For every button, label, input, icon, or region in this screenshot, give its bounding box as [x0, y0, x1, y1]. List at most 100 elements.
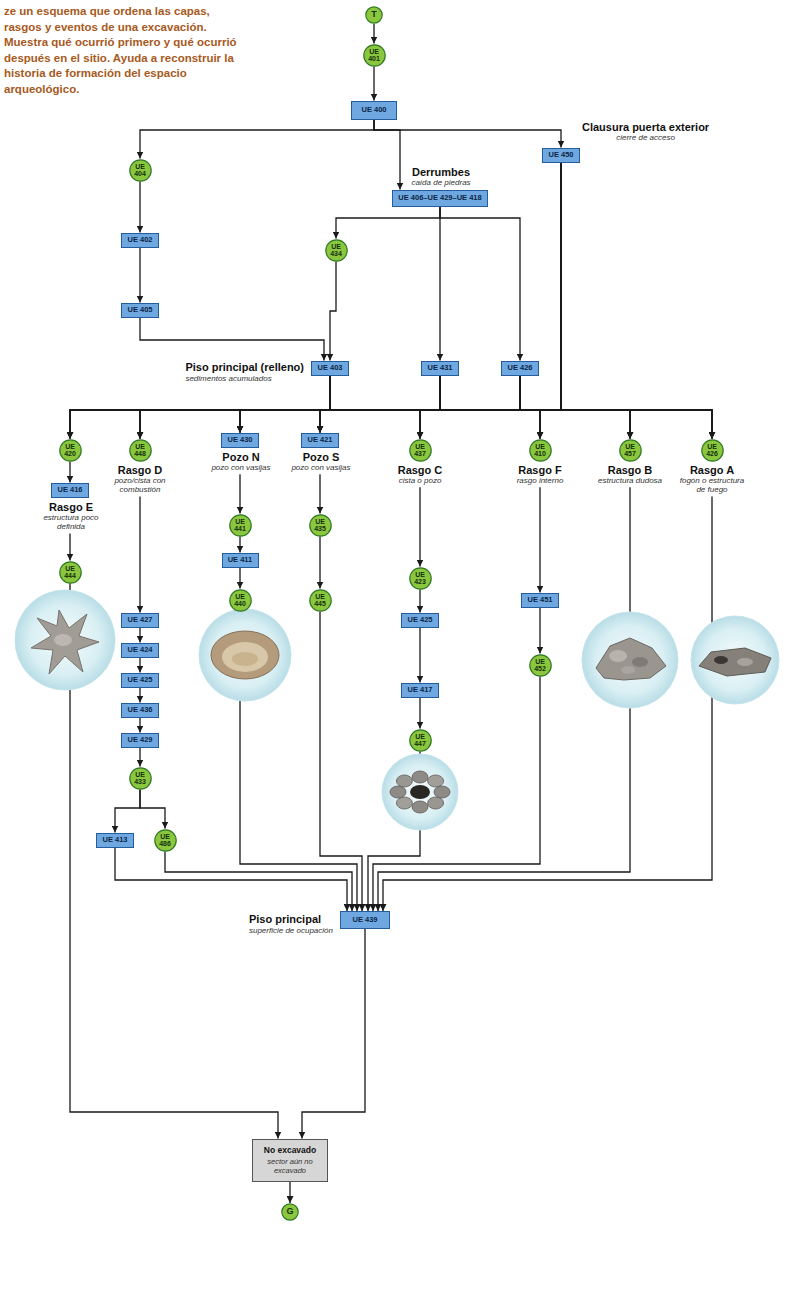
circle-shape	[309, 514, 330, 535]
connector	[239, 537, 240, 553]
unit-label: UE 413	[102, 836, 127, 845]
node-text-group: UE 402	[127, 236, 152, 245]
feature-photo	[199, 609, 291, 701]
unit-label: UE 410	[534, 443, 546, 458]
circle-shape	[363, 44, 384, 65]
feature-note: fogón o estructura de fuego	[679, 476, 745, 494]
connector	[139, 248, 140, 303]
node-text-group: UE 436	[127, 706, 152, 715]
node-text-group: UE 411	[228, 556, 253, 565]
unit-label: UE 406–UE 429–UE 418	[398, 194, 481, 203]
unit-label: UE 425	[127, 676, 152, 685]
unit-circle: UE 445	[309, 589, 332, 612]
feature-heading: Rasgo A	[679, 464, 745, 477]
connector	[330, 262, 336, 361]
circle-shape	[154, 829, 175, 850]
node-text-group: UE 451	[527, 596, 552, 605]
unit-label: UE 411	[228, 556, 253, 565]
connector	[139, 718, 140, 733]
unit-label: UE 405	[127, 306, 152, 315]
feature-photo	[582, 612, 678, 708]
connector	[140, 376, 520, 439]
pit-hole	[410, 785, 430, 799]
node-text-group: UE 431	[427, 364, 452, 373]
connector	[70, 163, 561, 439]
unit-label: UE 425	[407, 616, 432, 625]
heading-group: Pozo Npozo con vasijas	[211, 451, 270, 473]
stone-feature	[609, 650, 627, 662]
circle-shape	[229, 514, 250, 535]
feature-note: rasgo interno	[517, 476, 564, 485]
unit-box: UE 402	[121, 233, 159, 248]
node-text-group: UE 435	[314, 518, 326, 533]
unit-box: UE 427	[121, 613, 159, 628]
connector	[520, 376, 712, 439]
photo-halo	[582, 612, 678, 708]
circle-shape	[325, 239, 346, 260]
stone-feature	[428, 775, 444, 787]
circle-shape	[529, 654, 550, 675]
unit-circle: UE 486	[154, 829, 177, 852]
node-text-group: G	[286, 1207, 293, 1216]
stone-feature	[737, 658, 753, 666]
connector	[240, 376, 330, 433]
connector	[520, 376, 630, 439]
node-text-group: UE 425	[127, 676, 152, 685]
node-text-group: UE 423	[414, 571, 426, 586]
stone-feature	[714, 656, 728, 664]
connector	[70, 376, 440, 439]
circle-shape	[701, 439, 722, 460]
unit-box: UE 417	[401, 683, 439, 698]
unit-label: UE 439	[352, 916, 377, 925]
connector	[520, 376, 540, 439]
unit-label: G	[286, 1207, 293, 1216]
unit-circle: UE 448Rasgo Dpozo/cista con combustión	[129, 439, 152, 462]
connector	[330, 376, 630, 439]
connector	[440, 376, 540, 439]
circle-shape	[229, 589, 250, 610]
unit-label: UE 431	[427, 364, 452, 373]
connector	[419, 628, 420, 683]
stone-feature	[412, 801, 428, 813]
unit-label: UE 420	[64, 443, 76, 458]
unit-box: UE 439Piso principalsuperficie de ocupac…	[340, 911, 390, 929]
stone-feature	[390, 786, 406, 798]
connector	[374, 120, 561, 148]
feature-heading: Rasgo D	[107, 464, 173, 477]
connector	[319, 537, 320, 589]
connector	[378, 487, 630, 911]
connector	[140, 163, 561, 439]
unit-label: T	[371, 10, 377, 19]
connector	[139, 497, 140, 613]
connector	[440, 207, 520, 361]
unit-box: UE 425	[401, 613, 439, 628]
unexcavated-box: No excavadosector aún no excavado	[252, 1139, 328, 1182]
node-text-group: UE 416	[57, 486, 82, 495]
node-text-group: UE 413	[102, 836, 127, 845]
node-text-group: UE 401	[368, 48, 380, 63]
connector	[440, 376, 630, 439]
node-text-group: UE 403	[317, 364, 342, 373]
photo-halo	[15, 590, 115, 690]
connector	[383, 497, 712, 911]
unit-label: UE 434	[330, 243, 342, 258]
unit-box: UE 424	[121, 643, 159, 658]
node-text-group: UE 406–UE 429–UE 418	[398, 194, 481, 203]
pit-feature	[211, 631, 279, 679]
stone-feature	[412, 771, 428, 783]
circle-shape	[59, 561, 80, 582]
feature-note: pozo con vasijas	[291, 463, 350, 472]
unit-label: UE 423	[414, 571, 426, 586]
heading-group: Rasgo Ccista o pozo	[398, 464, 443, 486]
feature-note: sedimentos acumulados	[185, 374, 304, 383]
feature-heading: Clausura puerta exterior	[582, 121, 709, 134]
circle-shape	[282, 1204, 298, 1220]
unit-circle: UE 437Rasgo Ccista o pozo	[409, 439, 432, 462]
heading-group: Clausura puerta exteriorcierre de acceso	[582, 121, 709, 143]
unit-label: UE 457	[624, 443, 636, 458]
unit-circle: UE 452	[529, 654, 552, 677]
connector	[139, 182, 140, 233]
unit-circle: UE 435	[309, 514, 332, 537]
unit-label: UE 426	[706, 443, 718, 458]
node-text-group: UE 417	[407, 686, 432, 695]
